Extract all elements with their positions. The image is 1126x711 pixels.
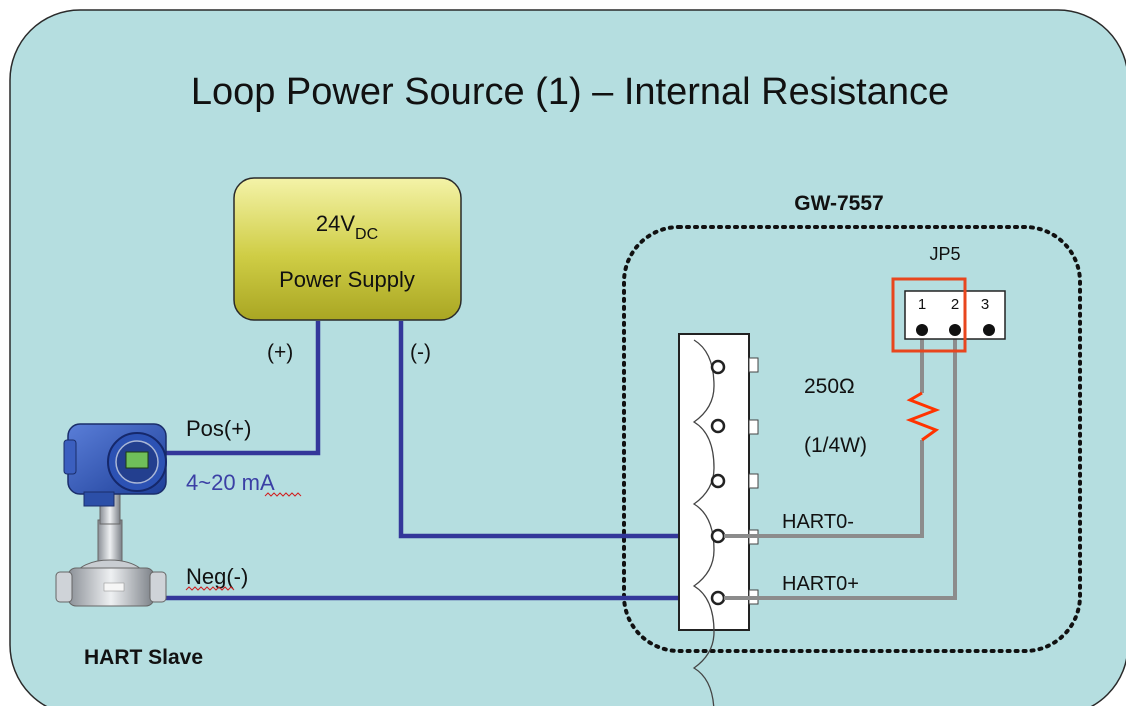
resistor-rating: (1/4W) (804, 434, 867, 457)
diagram-title: Loop Power Source (1) – Internal Resista… (191, 71, 949, 113)
background-panel (9, 9, 1126, 711)
jumper-pin-3 (983, 324, 995, 336)
terminal-block (678, 333, 759, 711)
voltage-subscript: DC (355, 226, 378, 243)
supply-negative-label: (-) (410, 341, 431, 364)
power-supply-label: Power Supply (279, 267, 415, 292)
power-supply-box (233, 177, 462, 321)
hart-plus-wire (724, 330, 957, 600)
jumper-pin-3-label: 3 (981, 296, 989, 313)
spellcheck-squiggle-neg (185, 586, 235, 591)
slave-negative-label: Neg(-) (186, 564, 248, 589)
resistor-value: 250Ω (804, 375, 855, 398)
hart-slave-device-image (55, 423, 167, 607)
hart-minus-label: HART0- (782, 511, 854, 533)
resistor-symbol (905, 391, 941, 442)
jumper-pin-2 (949, 324, 961, 336)
voltage-main: 24V (316, 211, 355, 236)
jumper-label: JP5 (929, 244, 960, 264)
device-name: GW-7557 (794, 192, 883, 215)
current-range-label: 4~20 mA (186, 470, 275, 495)
jumper-pin-1 (916, 324, 928, 336)
slave-name: HART Slave (84, 646, 203, 669)
jumper-highlight (891, 277, 967, 353)
jumper-pin-2-label: 2 (951, 296, 959, 313)
slave-positive-label: Pos(+) (186, 416, 251, 441)
power-supply-voltage: 24VDC (316, 211, 378, 243)
hart-plus-label: HART0+ (782, 573, 859, 595)
spellcheck-squiggle (264, 492, 302, 497)
positive-wire (164, 321, 321, 456)
supply-positive-label: (+) (267, 341, 293, 364)
jumper-pin-1-label: 1 (918, 296, 926, 313)
hart-minus-wire (724, 440, 924, 538)
negative-wire (398, 321, 718, 539)
